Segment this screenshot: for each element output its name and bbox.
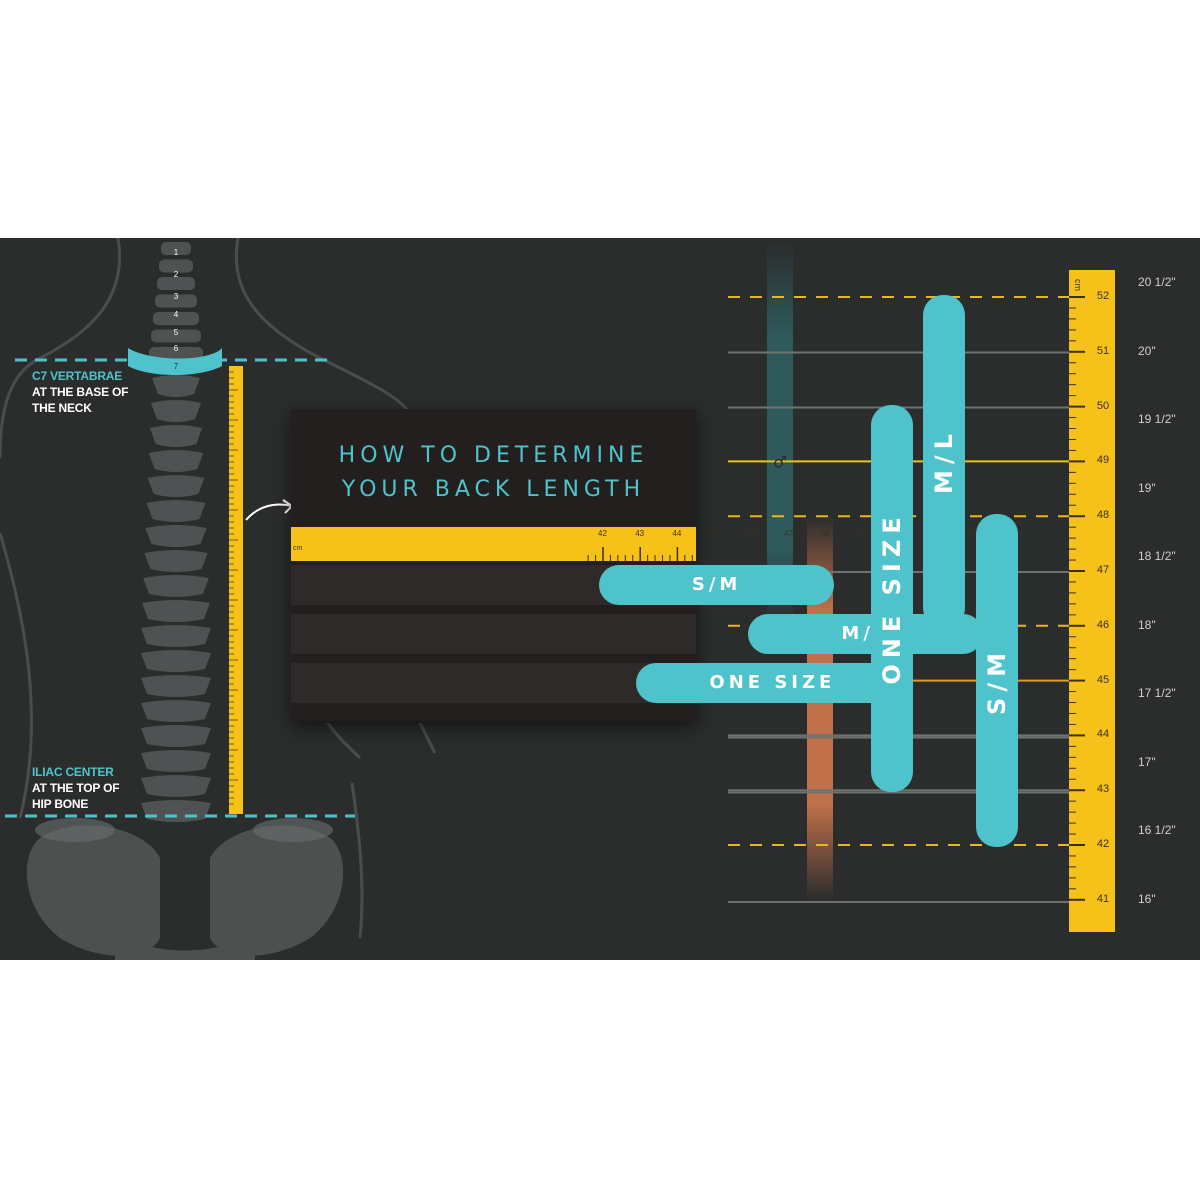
male-range-band <box>767 242 793 626</box>
c7-desc-line: AT THE BASE OF <box>32 385 129 399</box>
ruler-number: 44 <box>1096 728 1110 741</box>
size-range-bar: S/M <box>976 514 1018 847</box>
vertebra-shape <box>148 450 204 472</box>
vertebra-shape <box>141 725 211 747</box>
c7-label: C7 VERTABRAE AT THE BASE OF THE NECK <box>32 368 129 416</box>
ruler-number: 51 <box>1096 344 1110 357</box>
vertebra-number: 1 <box>173 248 179 257</box>
card-title: HOW TO DETERMINE YOUR BACK LENGTH <box>291 439 696 507</box>
card-ruler-number: 47 <box>784 529 793 538</box>
vertebra-shape <box>145 525 207 547</box>
card-ruler: cm 4243444546474849505152 <box>291 527 979 561</box>
iliac-desc-line: HIP BONE <box>32 797 89 811</box>
card-ruler-number: 44 <box>672 529 682 538</box>
male-symbol-icon: ♂ <box>773 452 787 471</box>
cervical-vertebra <box>159 259 193 273</box>
back-measuring-tape <box>229 366 243 814</box>
vertebra-shape <box>141 700 211 722</box>
iliac-desc-line: AT THE TOP OF <box>32 781 120 795</box>
card-ruler-number: 45 <box>709 529 719 538</box>
vertebra-shape <box>146 500 206 522</box>
vertebra-shape <box>141 625 211 647</box>
size-range-pill: ONE SIZE <box>636 663 909 703</box>
ruler-number: 46 <box>1096 618 1110 631</box>
ruler-unit: cm <box>1073 279 1083 291</box>
cervical-vertebra <box>151 329 201 343</box>
card-title-line: YOUR BACK LENGTH <box>341 477 646 502</box>
inch-label: 17 1/2" <box>1138 686 1176 700</box>
vertebra-shape <box>150 400 202 422</box>
card-ruler-unit: cm <box>293 545 303 552</box>
cervical-vertebra <box>149 347 203 360</box>
ruler-number: 41 <box>1096 892 1110 905</box>
vertebra-number: 2 <box>173 270 179 279</box>
vertebra-shape <box>141 650 211 672</box>
iliac-title: ILIAC CENTER <box>32 765 114 779</box>
arrow-curve <box>245 503 293 521</box>
arrow-head-icon <box>282 499 293 514</box>
pelvis-shape <box>26 825 344 960</box>
card-title-line: HOW TO DETERMINE <box>338 443 649 468</box>
vertebra-number: 5 <box>173 328 179 337</box>
cervical-vertebra <box>153 312 199 325</box>
vertebra-shape <box>142 600 210 622</box>
ruler-number: 49 <box>1096 454 1110 467</box>
ruler-number: 45 <box>1096 673 1110 686</box>
card-ruler-number: 46 <box>746 529 756 538</box>
vertebra-shape <box>149 425 203 447</box>
cervical-vertebra <box>161 242 191 255</box>
ruler-number: 42 <box>1096 838 1110 850</box>
ruler-number: 50 <box>1096 399 1110 412</box>
cervical-vertebra <box>157 277 195 290</box>
vertebra-shape <box>141 775 211 797</box>
inch-label: 20" <box>1138 343 1156 358</box>
spine <box>141 242 211 822</box>
size-range-bar: ONE SIZE <box>871 404 913 793</box>
card-ruler-number: 43 <box>635 529 645 538</box>
vertebra-shape <box>141 800 211 822</box>
vertebra-shape <box>152 375 200 397</box>
iliac-label: ILIAC CENTER AT THE TOP OF HIP BONE <box>32 764 120 812</box>
ruler-number: 47 <box>1096 564 1110 576</box>
card-ruler-number: 52 <box>970 529 979 538</box>
card-ruler-number: 49 <box>858 529 868 538</box>
size-range-label: M/L <box>930 428 958 495</box>
size-range-label: ONE SIZE <box>878 511 906 686</box>
size-chart-ruler <box>1069 270 1115 932</box>
inch-label: 16 1/2" <box>1138 823 1176 837</box>
vertebra-shape <box>141 675 211 697</box>
infographic-panel: ♂ ♀ 1 2 3 4 5 6 7 C7 VERTABRAE AT THE BA… <box>0 238 1200 960</box>
size-range-pill: S/M <box>599 565 835 605</box>
inch-label: 20 1/2" <box>1138 275 1176 289</box>
vertebra-number: 6 <box>173 344 179 353</box>
c7-title: C7 VERTABRAE <box>32 369 123 383</box>
cervical-vertebra <box>155 294 197 308</box>
vertebra-number: 4 <box>173 310 179 319</box>
body-outline <box>0 238 437 939</box>
inch-label: 19" <box>1138 480 1156 495</box>
size-row <box>291 614 696 654</box>
size-range-bar: M/L <box>923 295 965 628</box>
vertebra-shape <box>141 750 211 772</box>
vertebra-shape <box>147 475 205 497</box>
inch-label: 18 1/2" <box>1138 549 1176 563</box>
inch-label: 17" <box>1138 754 1156 769</box>
card-ruler-number: 48 <box>821 529 831 538</box>
ruler-number: 52 <box>1096 290 1110 302</box>
ruler-number: 48 <box>1096 509 1110 522</box>
vertebra-shape <box>143 575 209 597</box>
inch-label: 18" <box>1138 617 1156 632</box>
back-length-card: HOW TO DETERMINE YOUR BACK LENGTH cm 42 4… <box>291 409 983 721</box>
inch-label: 16" <box>1138 891 1156 906</box>
c7-desc-line: THE NECK <box>32 401 92 415</box>
ruler-number: 43 <box>1096 783 1110 796</box>
vertebra-shape <box>144 550 208 572</box>
size-range-label: S/M <box>983 646 1011 715</box>
inch-label: 19 1/2" <box>1138 412 1176 426</box>
vertebra-number: 3 <box>173 292 179 301</box>
vertebra-number: 7 <box>173 362 179 371</box>
size-row <box>291 663 696 703</box>
card-ruler-number: 42 <box>598 529 607 538</box>
